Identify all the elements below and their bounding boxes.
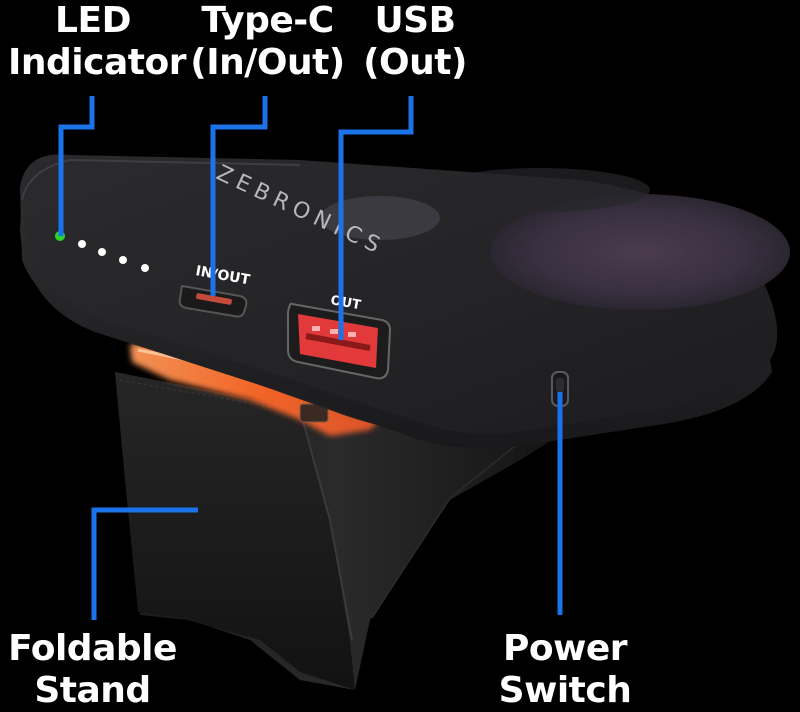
callout-line-type-c: [210, 96, 268, 296]
usb-port: OUT: [287, 293, 392, 380]
label-line: Foldable: [8, 628, 177, 669]
led-dot: [119, 256, 127, 264]
label-type-c: Type-C (In/Out): [185, 0, 350, 84]
label-usb: USB (Out): [355, 0, 475, 84]
label-line: USB: [374, 0, 456, 41]
label-line: Switch: [498, 670, 632, 711]
port-label-out: OUT: [329, 293, 362, 313]
callout-line-usb: [338, 96, 414, 340]
label-line: Indicator: [8, 42, 186, 83]
callout-lines: [58, 96, 563, 620]
led-dot: [98, 248, 106, 256]
label-line: Power: [502, 628, 628, 669]
label-led-indicator: LED Indicator: [8, 0, 186, 84]
led-dot: [78, 240, 86, 248]
label-power-switch: Power Switch: [490, 628, 640, 712]
label-line: Stand: [34, 670, 151, 711]
label-line: LED: [55, 0, 131, 41]
magnetic-ring: [320, 196, 440, 240]
led-dot: [141, 264, 149, 272]
label-foldable-stand: Foldable Stand: [0, 628, 185, 712]
label-line: Type-C: [201, 0, 334, 41]
callout-line-stand: [91, 507, 198, 620]
label-line: (Out): [363, 42, 467, 83]
power-switch: [551, 371, 569, 407]
label-line: (In/Out): [190, 42, 345, 83]
power-bank-body: [20, 154, 790, 448]
wireless-charging-pad: [490, 194, 790, 310]
callout-line-led: [58, 96, 95, 236]
